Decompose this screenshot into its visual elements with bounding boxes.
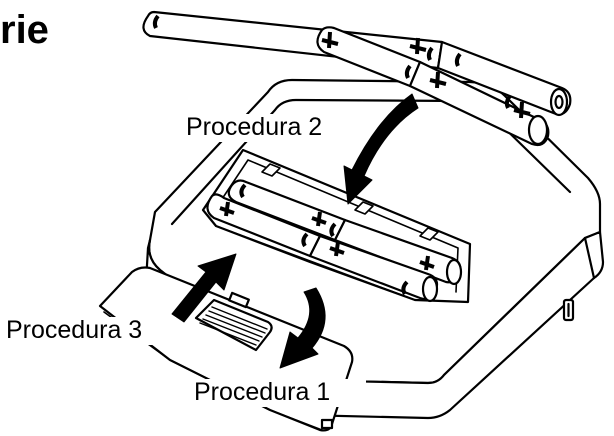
spare-batteries <box>142 10 572 147</box>
page-title-fragment: rie <box>0 8 49 52</box>
procedure-2-label: Procedura 2 <box>186 113 323 141</box>
procedure-1-arrow <box>279 287 326 369</box>
procedure-3-arrow <box>171 253 237 323</box>
procedure-1-label: Procedura 1 <box>194 378 331 406</box>
procedure-3-label: Procedura 3 <box>6 316 143 344</box>
installed-batteries <box>206 179 463 303</box>
procedure-2-arrow <box>343 93 419 205</box>
